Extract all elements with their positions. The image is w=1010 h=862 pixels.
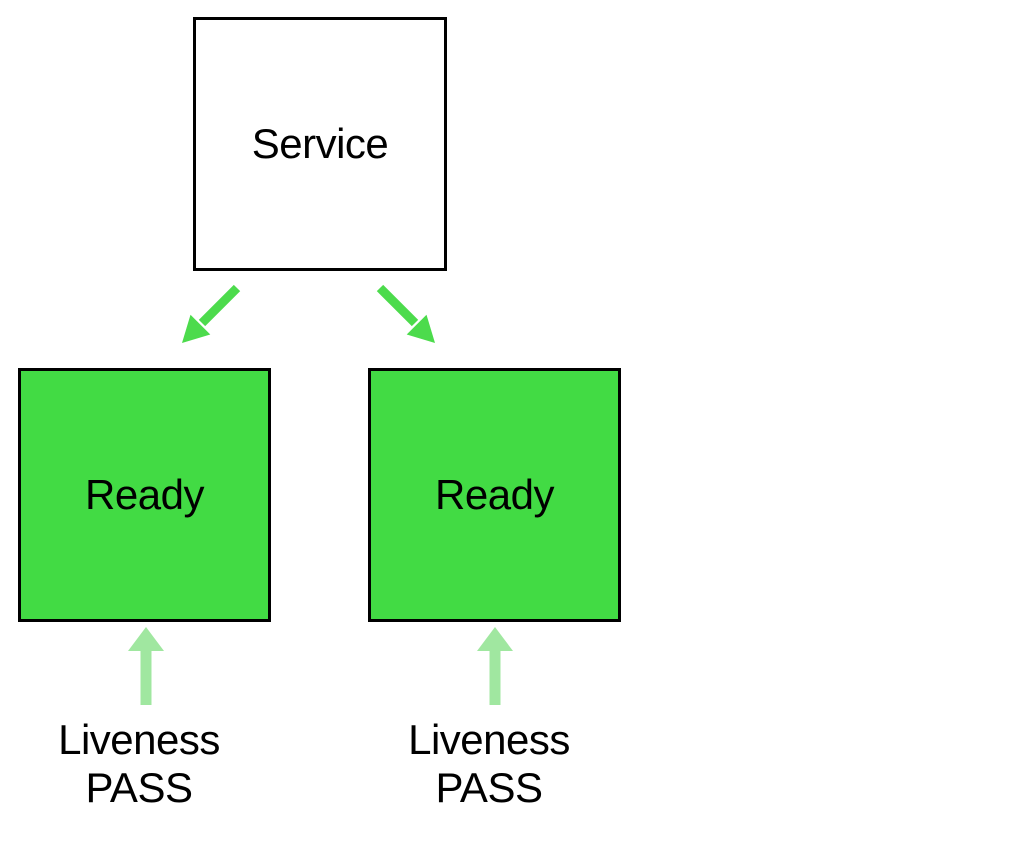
arrow-service-to-pod-left <box>182 284 241 343</box>
service-box: Service <box>193 17 447 271</box>
liveness-probe-left-result: PASS <box>85 764 193 811</box>
arrow-liveness-to-pod-right <box>477 627 513 705</box>
pod-box-right: Ready <box>368 368 621 622</box>
pod-right-status-label: Ready <box>435 471 554 518</box>
arrow-liveness-to-pod-left <box>128 627 164 705</box>
pod-box-left: Ready <box>18 368 271 622</box>
liveness-probe-right-result: PASS <box>435 764 543 811</box>
pod-left-status-label: Ready <box>85 471 204 518</box>
service-label: Service <box>251 120 389 167</box>
liveness-probe-label-right: Liveness PASS <box>379 716 599 812</box>
liveness-probe-left-name: Liveness <box>58 716 220 763</box>
liveness-probe-label-left: Liveness PASS <box>29 716 249 812</box>
liveness-probe-right-name: Liveness <box>408 716 570 763</box>
arrow-service-to-pod-right <box>376 284 435 343</box>
